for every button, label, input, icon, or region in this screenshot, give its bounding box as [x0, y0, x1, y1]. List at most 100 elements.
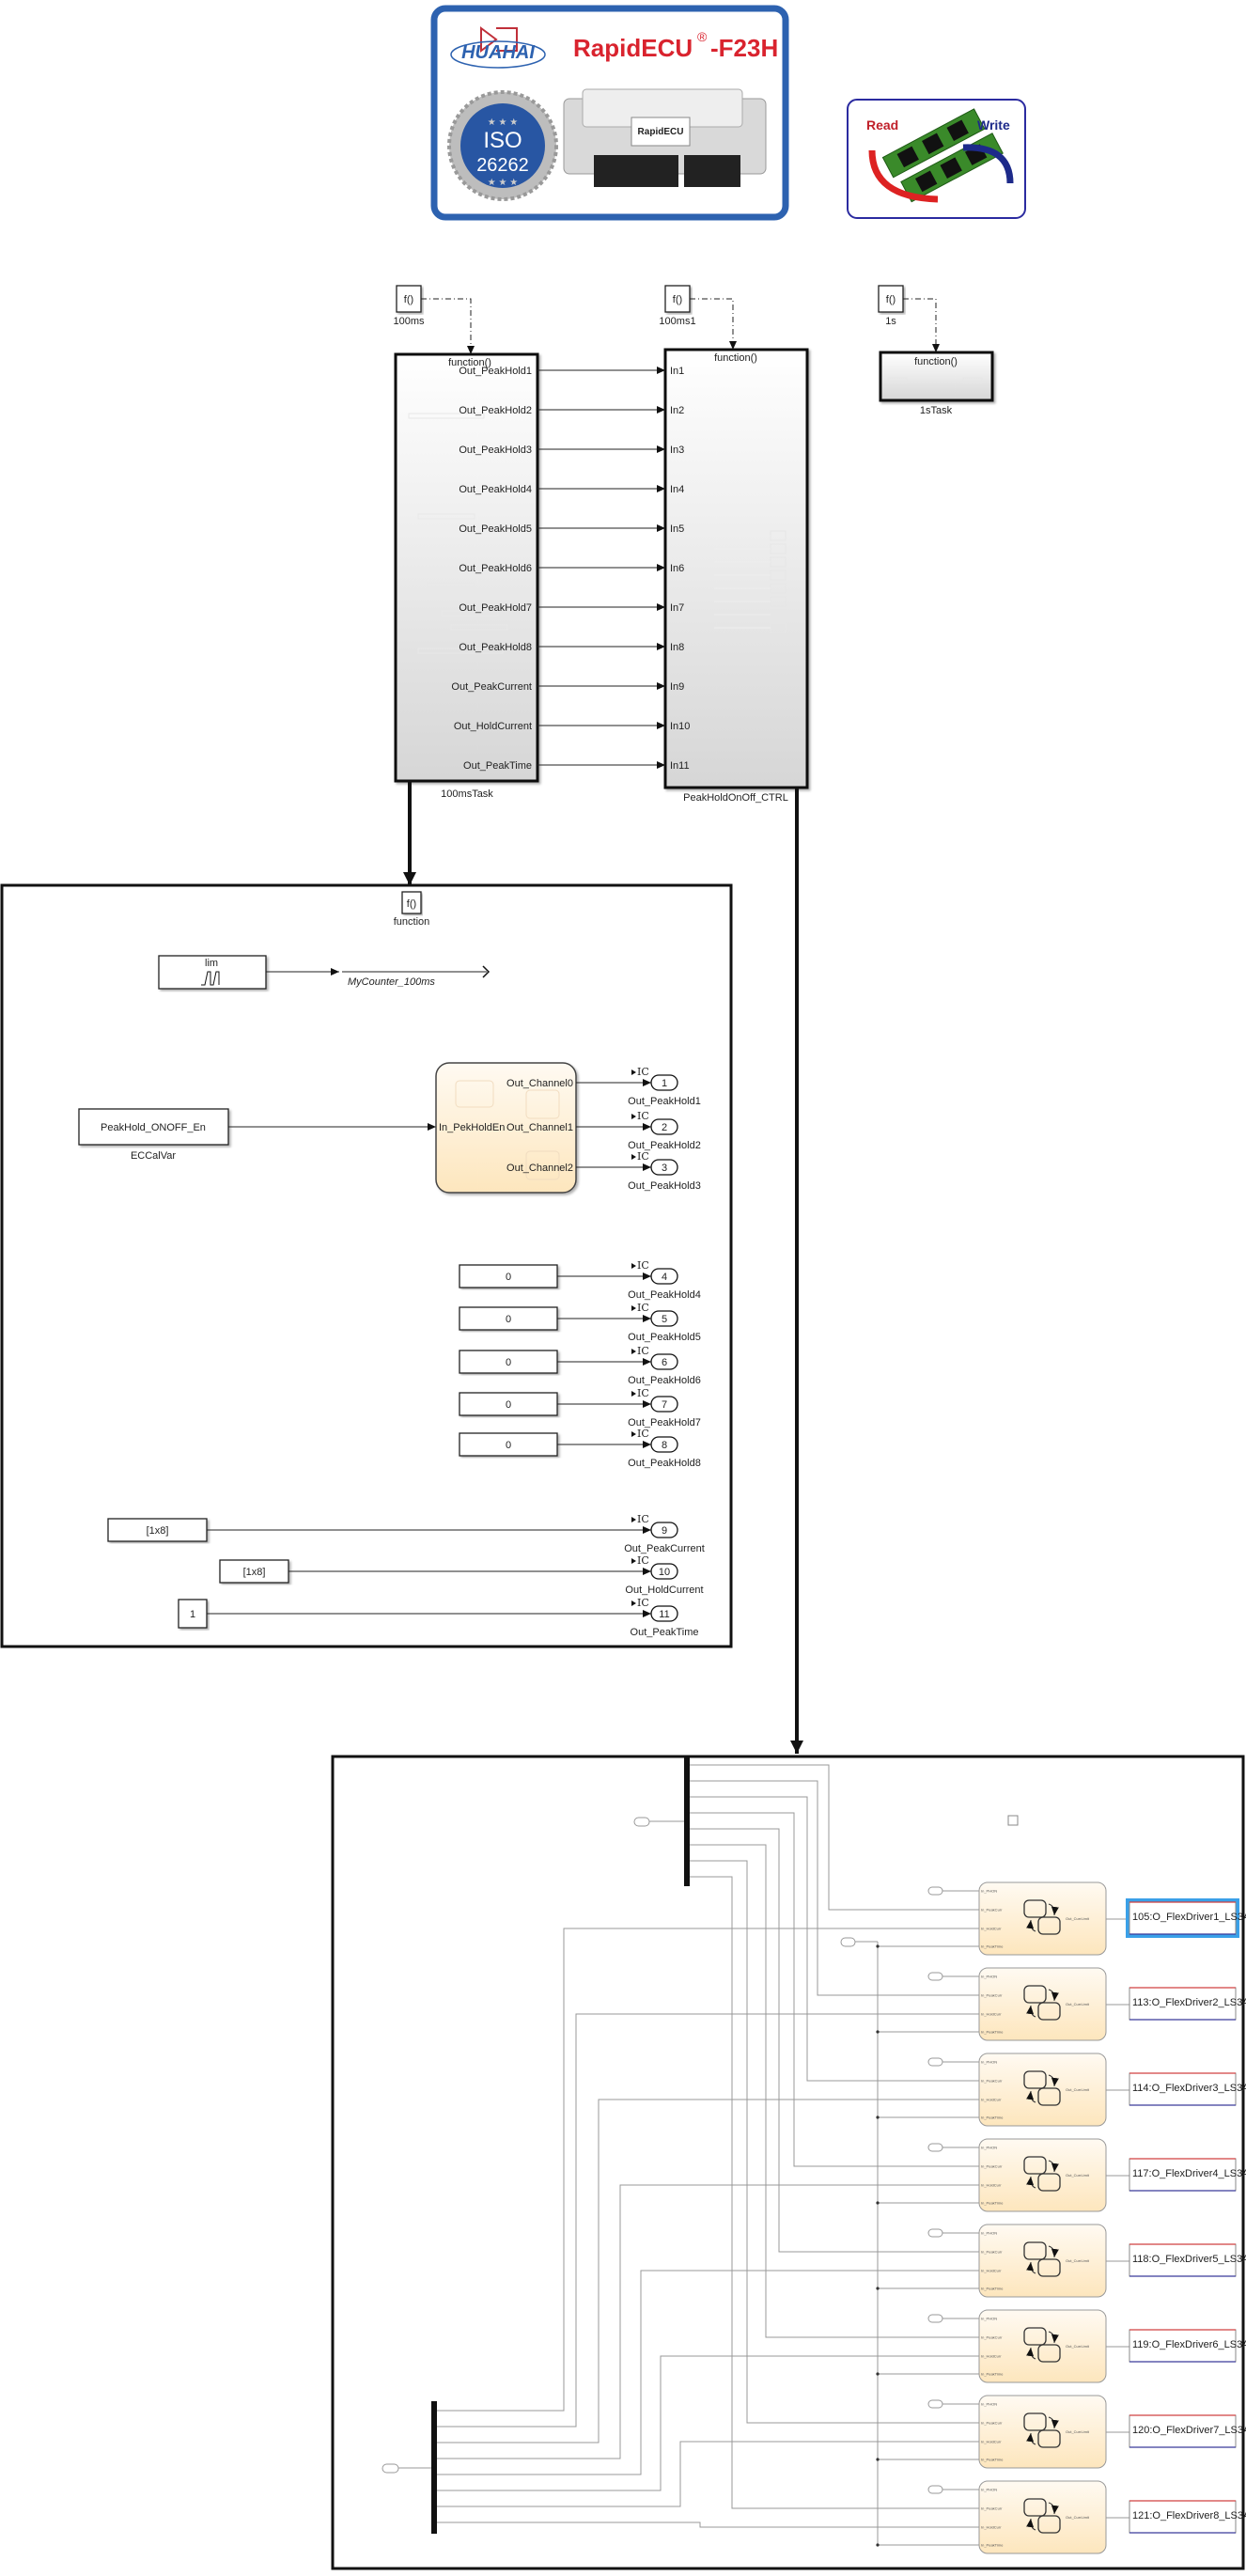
display-value: 118:O_FlexDriver5_LS3A (mA)(uint16)	[1132, 2254, 1246, 2265]
function-call-trigger[interactable]: f()function	[394, 891, 430, 928]
outport-label: Out_PeakCurrent	[451, 681, 532, 693]
counter-limited-block[interactable]: lim	[158, 955, 267, 990]
constant-value: 0	[506, 1314, 511, 1325]
signal-line[interactable]	[690, 1876, 979, 2509]
chart-input-label: In_PeakCurr	[981, 1908, 1003, 1912]
stateflow-chart-curlimit[interactable]: In_PHONIn_PeakCurrIn_HoldCurrIn_PeakTime…	[978, 2309, 1107, 2383]
demux-bus-bottom[interactable]	[431, 2401, 437, 2534]
subsystem-peakholdonoff-ctrl[interactable]: function()PeakHoldOnOff_CTRLIn1In2In3In4…	[663, 348, 809, 804]
signal-line[interactable]	[690, 1780, 979, 1996]
trigger-100ms1[interactable]: f()100ms1	[659, 285, 737, 350]
inport-oval[interactable]	[927, 2399, 943, 2409]
block-header: function()	[914, 356, 958, 367]
stateflow-chart-curlimit[interactable]: In_PHONIn_PeakCurrIn_HoldCurrIn_PeakTime…	[978, 2480, 1107, 2554]
display-block[interactable]: 117:O_FlexDriver4_LS3A (mA)(uint16)	[1129, 2158, 1246, 2192]
signal-line[interactable]	[690, 1812, 979, 2167]
display-block[interactable]: 114:O_FlexDriver3_LS3A (mA)(uint16)	[1129, 2072, 1246, 2106]
chart-input-label: In_HoldCurr	[981, 2440, 1002, 2444]
ic-marker: IC	[631, 1259, 649, 1272]
display-value: 105:O_FlexDriver1_LS3A (mA)(uint16)	[1132, 1912, 1246, 1923]
signal-line[interactable]	[437, 1928, 979, 2412]
signal-line[interactable]	[437, 2270, 979, 2475]
chart-input-label: In_HoldCurr	[981, 1927, 1002, 1931]
outport-name: Out_HoldCurrent	[625, 1585, 703, 1596]
ecu-hardware-image: RapidECU	[563, 88, 767, 187]
inport-oval[interactable]	[927, 2314, 943, 2323]
stateflow-chart-curlimit[interactable]: In_PHONIn_PeakCurrIn_HoldCurrIn_PeakTime…	[978, 1967, 1107, 2041]
demux-bus-top[interactable]	[684, 1756, 690, 1886]
signal-line[interactable]	[437, 2099, 979, 2443]
constant-block[interactable]: [1x8]	[107, 1518, 208, 1542]
trigger-100ms[interactable]: f()100ms	[393, 285, 475, 354]
display-block[interactable]: 119:O_FlexDriver6_LS3A (mA)(uint16)	[1129, 2329, 1246, 2363]
outport-number: 2	[662, 1122, 667, 1133]
inport-oval[interactable]	[840, 1937, 856, 1947]
inport-oval[interactable]	[927, 1972, 943, 1981]
signal-line[interactable]	[690, 1860, 979, 2424]
stateflow-chart-peakhold[interactable]: In_PekHoldEnOut_Channel0Out_Channel1Out_…	[435, 1062, 577, 1194]
signal-line[interactable]	[437, 2355, 979, 2491]
state-machine-icon	[1023, 2070, 1061, 2106]
read-label: Read	[866, 117, 898, 133]
chart-output-label: Out_Channel2	[506, 1163, 573, 1174]
ic-label: IC	[637, 1387, 649, 1399]
display-block[interactable]: 113:O_FlexDriver2_LS3A (mA)(uint16)	[1129, 1987, 1246, 2021]
inport-oval[interactable]	[382, 2463, 399, 2474]
inport-oval[interactable]	[927, 2143, 943, 2152]
signal-line[interactable]	[437, 2441, 979, 2507]
subsystem-100mstask[interactable]: function()100msTaskOut_PeakHold1Out_Peak…	[394, 352, 539, 800]
display-block[interactable]: 120:O_FlexDriver7_LS3A (mA)(uint16)	[1129, 2414, 1246, 2448]
brand-name: HUAHAI	[461, 42, 535, 63]
inport-oval[interactable]	[927, 2485, 943, 2494]
signal-line[interactable]	[690, 1796, 979, 2082]
inport-oval[interactable]	[927, 1886, 943, 1896]
signal-line[interactable]	[690, 1844, 979, 2338]
subsystem-1stask[interactable]: function() 1sTask	[879, 351, 994, 416]
signal-line[interactable]	[437, 2521, 979, 2528]
display-block[interactable]: 118:O_FlexDriver5_LS3A (mA)(uint16)	[1129, 2243, 1246, 2277]
stateflow-chart-curlimit[interactable]: In_PHONIn_PeakCurrIn_HoldCurrIn_PeakTime…	[978, 2224, 1107, 2298]
signal-line[interactable]	[690, 1764, 979, 1911]
signal-line[interactable]	[437, 2184, 979, 2459]
block-name: 1sTask	[920, 405, 953, 416]
display-block[interactable]: 105:O_FlexDriver1_LS3A (mA)(uint16)	[1126, 1898, 1246, 1938]
inport-oval[interactable]	[927, 2057, 943, 2067]
signal-line[interactable]	[690, 1828, 979, 2253]
stateflow-chart-curlimit[interactable]: In_PHONIn_PeakCurrIn_HoldCurrIn_PeakTime…	[978, 2138, 1107, 2212]
constant-block[interactable]: 0	[459, 1432, 558, 1457]
stateflow-chart-curlimit[interactable]: In_PHONIn_PeakCurrIn_HoldCurrIn_PeakTime…	[978, 2395, 1107, 2469]
stateflow-chart-curlimit[interactable]: In_PHONIn_PeakCurrIn_HoldCurrIn_PeakTime…	[978, 1881, 1107, 1956]
constant-block[interactable]: 0	[459, 1264, 558, 1288]
block-header: function()	[714, 352, 757, 364]
display-block[interactable]: 121:O_FlexDriver8_LS3A (mA)(uint16)	[1129, 2500, 1246, 2534]
constant-block[interactable]: 1	[178, 1599, 208, 1629]
signal-line[interactable]	[437, 2013, 979, 2428]
constant-block[interactable]: 0	[459, 1306, 558, 1331]
outport-name: Out_PeakHold4	[628, 1289, 701, 1301]
constant-value: 1	[190, 1609, 195, 1620]
inport-oval[interactable]	[927, 2228, 943, 2238]
chart-input-label: In_PeakCurr	[981, 2164, 1003, 2169]
ic-marker: IC	[631, 1513, 649, 1525]
stateflow-chart-curlimit[interactable]: In_PHONIn_PeakCurrIn_HoldCurrIn_PeakTime…	[978, 2053, 1107, 2127]
inport-oval[interactable]	[633, 1817, 650, 1827]
ic-label: IC	[637, 1513, 649, 1525]
constant-block[interactable]: 0	[459, 1350, 558, 1374]
constant-block[interactable]: 0	[459, 1392, 558, 1416]
trigger-1s[interactable]: f()1s	[878, 285, 940, 352]
chart-output-label: Out_CurrLimit	[1066, 2002, 1090, 2006]
constant-block[interactable]: [1x8]	[219, 1559, 289, 1584]
chart-output-label: Out_CurrLimit	[1066, 2429, 1090, 2434]
